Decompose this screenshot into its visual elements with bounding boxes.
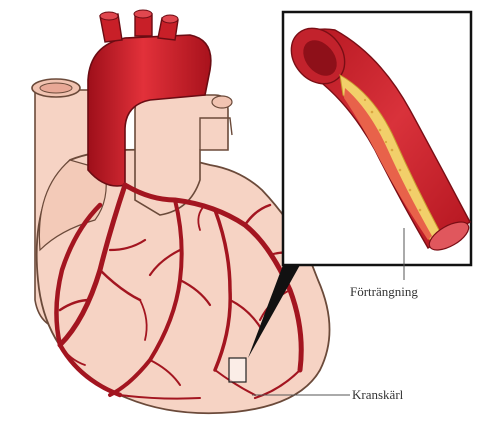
inset-panel (280, 12, 473, 280)
narrowing-marker (229, 358, 246, 382)
label-coronary-vessel: Kranskärl (352, 387, 404, 402)
label-narrowing: Förträngning (350, 284, 418, 299)
